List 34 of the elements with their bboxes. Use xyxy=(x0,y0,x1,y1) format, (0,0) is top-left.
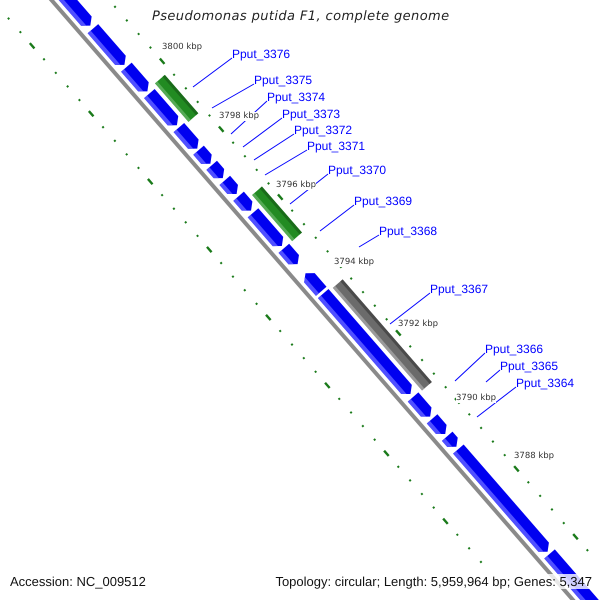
footer-note: Topology: circular; Length: 5,959,964 bp; Genes: 5,347 xyxy=(275,574,592,589)
scale-label: 3796 kbp xyxy=(276,181,316,190)
leader-line xyxy=(476,386,516,418)
gene-label: Pput_3368 xyxy=(379,224,438,238)
scale-label: 3788 kbp xyxy=(514,452,554,461)
gene-label: Pput_3370 xyxy=(328,163,386,177)
gene-label: Pput_3373 xyxy=(282,107,340,121)
scale-label: 3798 kbp xyxy=(219,112,260,121)
scale-label: 3800 kbp xyxy=(162,43,202,52)
scale-label: 3792 kbp xyxy=(398,320,438,329)
diagram-title: Pseudomonas putida F1, complete genome xyxy=(152,9,450,24)
gene-label: Pput_3374 xyxy=(267,90,326,104)
gene-label: Pput_3364 xyxy=(516,376,574,390)
footer-note: Accession: NC_009512 xyxy=(10,574,146,589)
leader-line xyxy=(320,204,354,232)
leader-line xyxy=(390,292,430,324)
leader-line xyxy=(264,150,308,176)
leader-line xyxy=(242,118,282,148)
gene-label: Pput_3365 xyxy=(500,359,558,373)
leader-line xyxy=(254,134,294,160)
gene-label: Pput_3367 xyxy=(430,282,488,296)
gene-label: Pput_3366 xyxy=(485,342,544,356)
leader-line xyxy=(486,370,500,382)
scale-label: 3794 kbp xyxy=(334,258,374,267)
leader-line xyxy=(212,84,254,108)
leader-line xyxy=(358,234,380,248)
gene-label: Pput_3369 xyxy=(354,194,412,208)
gene-label: Pput_3376 xyxy=(232,47,290,61)
gene-label: Pput_3371 xyxy=(307,139,366,153)
leader-line xyxy=(454,352,486,382)
gene-label: Pput_3375 xyxy=(254,73,312,87)
gene-label: Pput_3372 xyxy=(294,123,352,137)
scale-label: 3790 kbp xyxy=(456,394,496,403)
leader-line xyxy=(192,58,232,88)
